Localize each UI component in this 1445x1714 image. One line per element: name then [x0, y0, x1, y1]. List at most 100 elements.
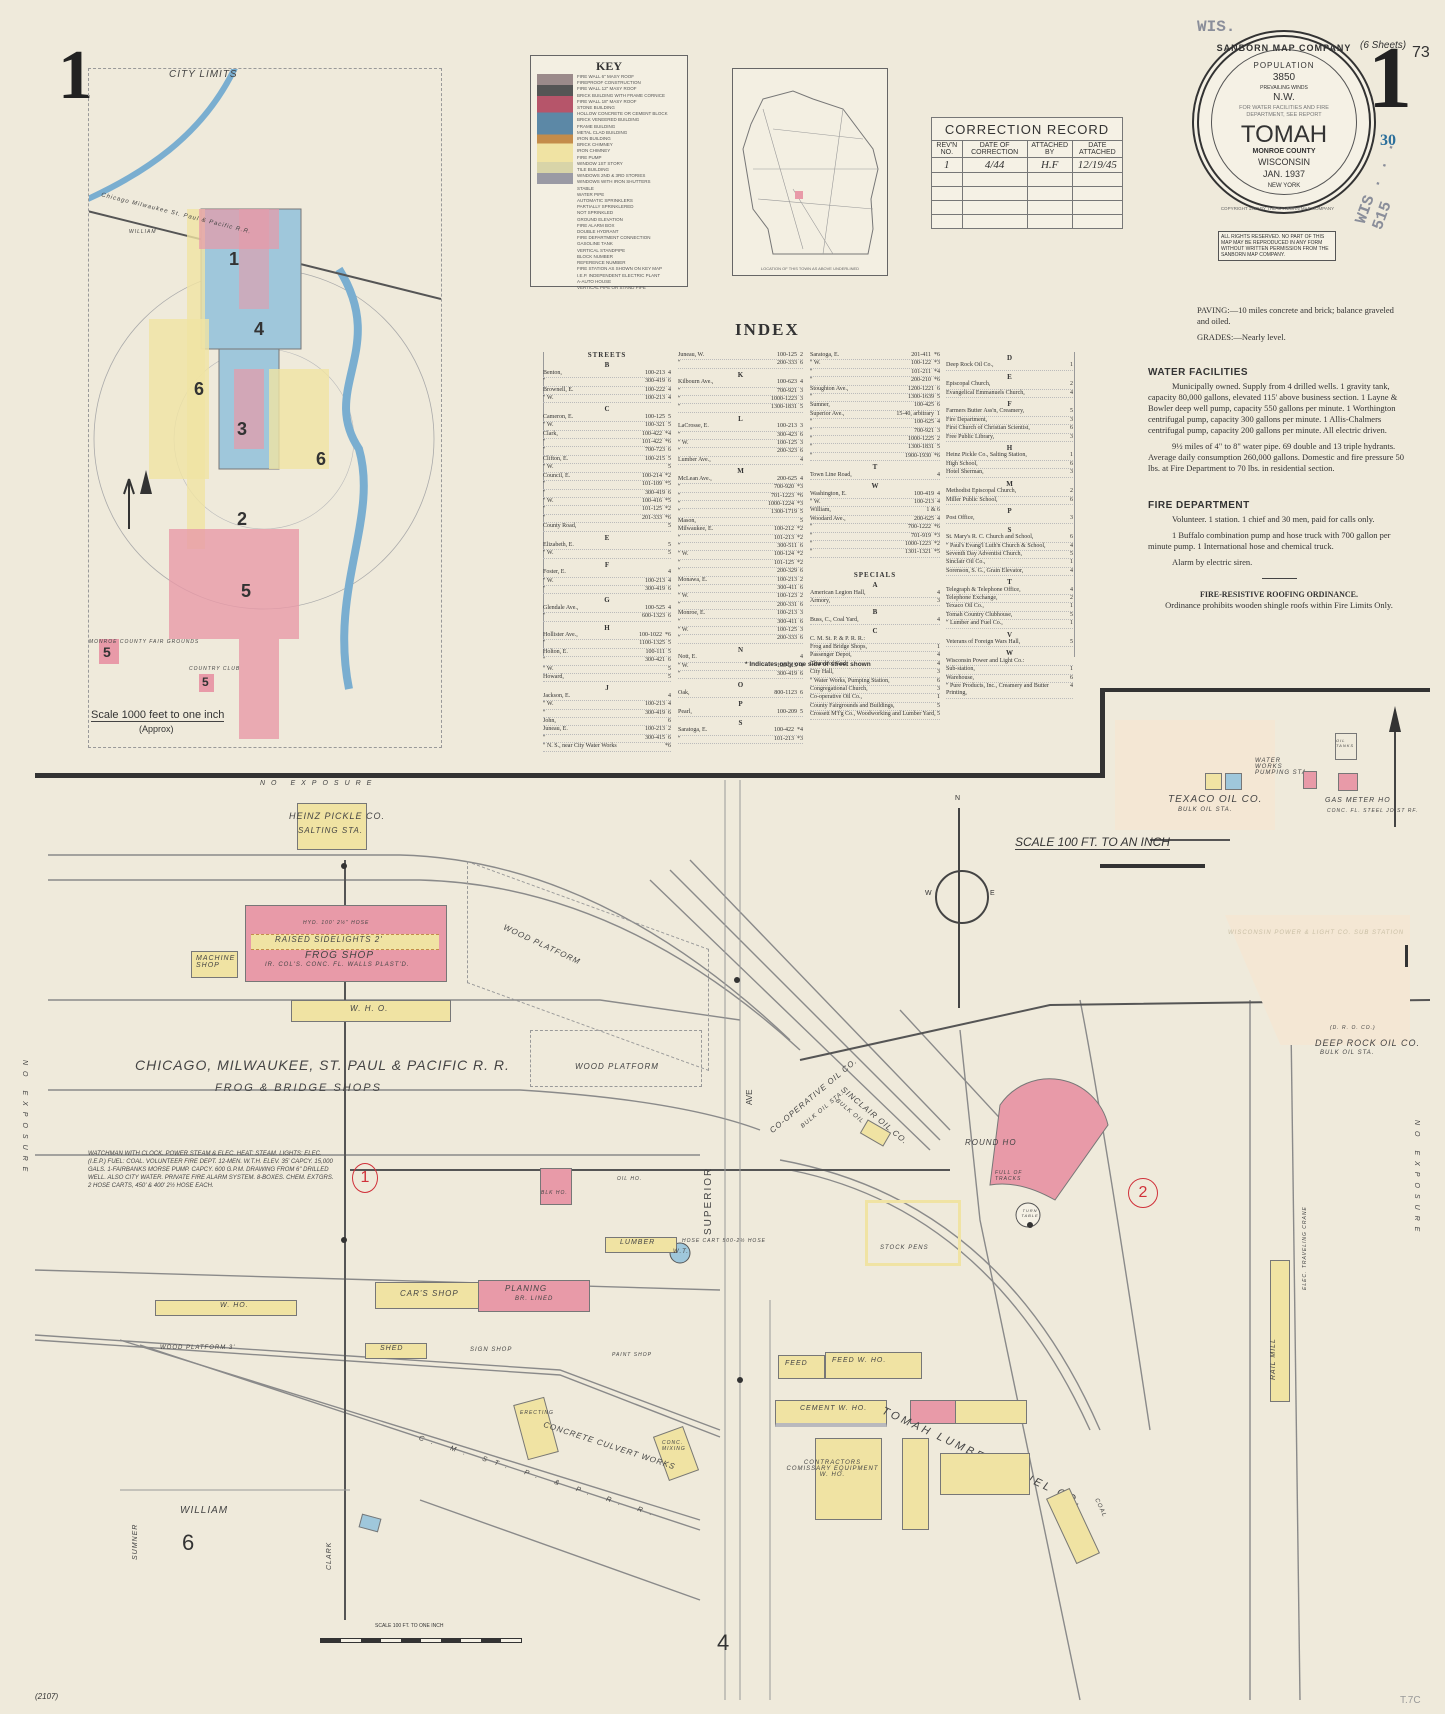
compass-needle: [958, 808, 960, 1008]
index-entry-sheet: 6: [668, 447, 671, 454]
index-letter: F: [1007, 400, 1012, 409]
index-entry-range: 100-213: [777, 576, 797, 583]
index-entry-sheet: 2: [800, 352, 803, 358]
index-entry-name: Cameron, E.: [543, 413, 574, 420]
fair-grounds-label: MONROE COUNTY FAIR GROUNDS: [89, 639, 200, 645]
key-item: METAL CLAD BUILDING: [577, 129, 628, 135]
index-entry-sheet: 3: [1070, 515, 1073, 522]
index-letter: D: [1006, 354, 1013, 362]
texaco-tank-1: [1205, 773, 1222, 790]
index-entry-name: Sub-station,: [946, 666, 975, 673]
index-entry: Jackson, E.4: [543, 692, 671, 702]
index-entry-name: ": [678, 601, 681, 608]
index-entry-sheet: *3: [797, 484, 803, 491]
index-entry-range: 300-415: [645, 734, 665, 741]
index-entry-name: " Paul's Evang'l Luth'n Church & School,: [946, 542, 1046, 549]
index-entry: Hollister Ave.,100-1022*6: [543, 632, 671, 641]
index-entry-name: Free Public Library,: [946, 433, 995, 440]
index-entry-range: 300-419: [645, 378, 665, 385]
index-letter: J: [605, 684, 609, 693]
key-item: FRAME BUILDING: [577, 123, 616, 129]
index-entry-range: 201-411: [911, 352, 931, 358]
index-entry-sheet: 5: [668, 464, 671, 471]
index-entry-name: Glendale Ave.,: [543, 604, 579, 611]
key-item: FIRE WALL 6" MASY ROOF: [577, 74, 634, 79]
index-entry-name: Seventh Day Adventist Church,: [946, 550, 1022, 557]
index-entry-name: " W.: [543, 550, 554, 557]
erecting-label: ERECTING: [520, 1410, 554, 1416]
index-entry-name: ": [678, 500, 681, 507]
index-entry-sheet: 3: [800, 627, 803, 633]
key-item: FIREPROOF CONSTRUCTION: [577, 80, 641, 86]
seal-county: MONROE COUNTY: [1252, 148, 1316, 155]
index-letter: F: [604, 560, 610, 569]
index-letter: S: [738, 719, 743, 728]
index-entry-name: ": [678, 492, 681, 499]
index-entry-name: ": [543, 506, 546, 513]
index-entry-name: Juneau, E.: [543, 726, 568, 733]
index-entry: " W.100-416*5: [543, 498, 671, 507]
water-facilities: WATER FACILITIES Municipally owned. Supp…: [1148, 367, 1410, 479]
index-entry-range: 1300-1831: [908, 444, 934, 451]
ave-label: AVE: [745, 1089, 754, 1105]
index-entry-sheet: 5: [668, 674, 671, 681]
index-entry-name: ": [543, 734, 546, 741]
index-entry-name: ": [543, 709, 546, 716]
index-entry-sheet: 3: [1070, 469, 1073, 476]
index-entry-range: 201-333: [642, 514, 662, 521]
index-letter: M: [737, 467, 744, 476]
key-item: WINDOWS 2ND & 3RD STORIES: [577, 173, 646, 179]
sanborn-seal: SANBORN MAP COMPANY POPULATION 3850 PREV…: [1192, 30, 1376, 214]
index-entry-sheet: 6: [668, 718, 671, 725]
key-item: IRON CHIMNEY: [577, 148, 611, 154]
index-entry: "101-211*4: [810, 369, 940, 378]
index-entry-name: Lumber Ave.,: [678, 456, 711, 463]
index-entry: Telephone Exchange,2: [946, 595, 1073, 604]
index-entry-sheet: *6: [934, 524, 940, 531]
index-entry: Clark,100-422*4: [543, 431, 671, 440]
william-street: WILLIAM: [180, 1505, 229, 1516]
index-entry-sheet: 5: [1070, 611, 1073, 618]
index-entry-name: Town Line Road,: [810, 471, 852, 478]
index-entry-name: ": [810, 549, 813, 556]
turn-table-label: TURN TABLE: [1021, 1208, 1039, 1218]
index-entry-range: 100-213: [645, 726, 665, 733]
index-entry-range: 100-321: [645, 422, 665, 429]
index-entry-sheet: *2: [797, 526, 803, 533]
texaco-sub: BULK OIL STA.: [1178, 807, 1233, 813]
index-entry-name: ": [543, 489, 546, 496]
key-item: WINDOWS WITH IRON SHUTTERS: [577, 179, 651, 185]
correction-record: CORRECTION RECORD REV'N NO. DATE OF CORR…: [931, 117, 1124, 229]
index-entry-sheet: 1 & 6: [926, 507, 940, 514]
index-entry-name: Methodist Episcopal Church,: [946, 488, 1017, 495]
index-entry-sheet: 5: [668, 541, 671, 548]
index-entry-range: 200-625: [777, 475, 797, 482]
contractors-building: [815, 1438, 882, 1520]
block-6-label: 6: [182, 1530, 195, 1555]
frog-hyd: HYD. 100' 2½" HOSE: [303, 920, 370, 926]
compass-n: N: [955, 795, 961, 802]
round-ho-label: ROUND HO: [965, 1138, 1017, 1147]
index-entry-name: Council, E.: [543, 472, 571, 479]
index-letter: B: [872, 608, 878, 617]
index-entry: "701-919*3: [810, 533, 940, 541]
index-letter: M: [1006, 479, 1013, 488]
index-entry-name: Holton, E.: [543, 648, 568, 655]
index-entry-name: County Road,: [543, 523, 577, 530]
index-entry-sheet: 5: [800, 404, 803, 411]
index-entry-name: " W.: [543, 701, 554, 708]
index-entry-name: Jackson, E.: [543, 692, 571, 699]
index-entry-name: High School,: [946, 460, 978, 467]
wisconsin-outline: [742, 90, 879, 255]
wood-platform-2-label: WOOD PLATFORM: [575, 1062, 659, 1071]
index-entry-sheet: *2: [934, 540, 940, 547]
